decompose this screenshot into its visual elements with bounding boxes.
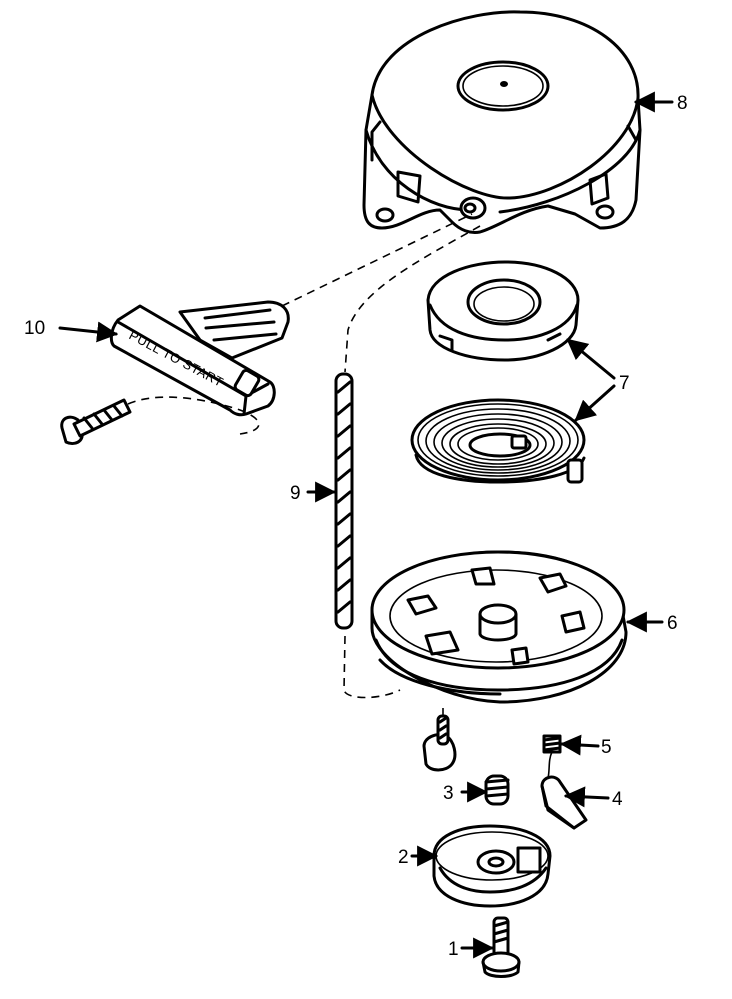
rope-retainer-screw [422,704,457,772]
callout-leaders [58,91,674,959]
pawl-part-4 [540,775,588,830]
spring-part-3 [484,774,510,806]
recoil-spring-part-7 [410,398,586,484]
rope-to-pulley-line [343,635,401,699]
callout-8: 8 [677,93,688,114]
pawl-spring-part-5 [542,734,562,779]
callout-4: 4 [612,789,623,810]
rope-path-line [281,213,473,307]
callout-labels: 8 10 7 9 6 5 3 4 2 1 [24,93,688,960]
callout-7: 7 [619,373,630,394]
callout-3: 3 [443,783,454,804]
callout-9: 9 [290,483,301,504]
rope-path-line-2 [344,225,481,373]
starter-handle-part-10: PULL TO START [60,300,290,446]
callout-6: 6 [667,613,678,634]
starter-rope-part-9 [334,372,354,630]
callout-1: 1 [448,939,459,960]
retainer-part-2 [432,824,552,908]
callout-5: 5 [601,737,612,758]
pulley-part-6 [370,550,628,704]
callout-10: 10 [24,318,45,339]
callout-2: 2 [398,847,409,868]
starter-housing-part-8 [362,10,642,234]
spring-cover-part-7 [426,260,580,362]
